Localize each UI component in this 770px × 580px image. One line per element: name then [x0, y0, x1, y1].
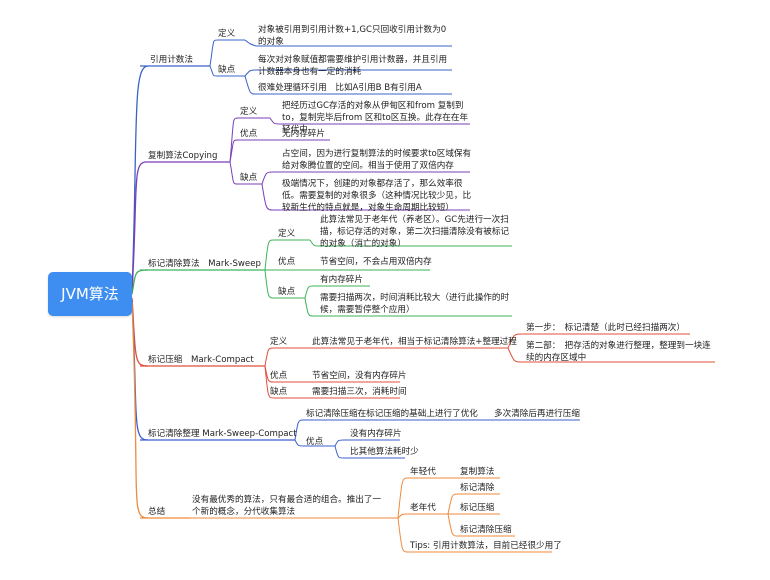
node-old-gen[interactable]: 老年代	[410, 503, 436, 513]
node-leaf[interactable]: 复制算法	[460, 467, 495, 477]
node-leaf[interactable]: 标记压缩	[460, 503, 495, 513]
connector-summary	[131, 301, 149, 519]
node-leaf[interactable]: 占空间，因为进行复制算法的时候要求to区域保有给对象腾位置的空间。相当于使用了双…	[282, 149, 472, 171]
node-leaf[interactable]: 此算法常见于老年代（养老区）。GC先进行一次扫描，标记存活的对象，第二次扫描清除…	[320, 215, 510, 249]
branch-mark-sweep-compact[interactable]: 标记清除整理 Mark-Sweep-Compact	[148, 429, 297, 439]
node-leaf[interactable]: 节省空间，不会占用双倍内存	[320, 257, 432, 267]
node-advantage[interactable]: 优点	[240, 129, 258, 139]
node-leaf[interactable]: 标记清除压缩	[460, 525, 512, 535]
node-definition[interactable]: 定义	[240, 107, 258, 117]
node-leaf[interactable]: 有内存碎片	[320, 275, 363, 285]
node-leaf[interactable]: 没有最优秀的算法，只有最合适的组合。推出了一个新的概念，分代收集算法	[192, 495, 382, 517]
node-leaf[interactable]: 第一步： 标记清楚（此时已经扫描两次）	[526, 323, 685, 333]
node-leaf[interactable]: 没有内存碎片	[350, 429, 402, 439]
node-leaf[interactable]: 很难处理循环引用 比如A引用B B有引用A	[258, 83, 422, 93]
branch-mark-compact[interactable]: 标记压缩 Mark-Compact	[148, 355, 254, 365]
branch-summary[interactable]: 总结	[148, 507, 166, 517]
node-leaf[interactable]: 对象被引用到引用计数+1,GC只回收引用计数为0的对象	[258, 25, 447, 47]
branch-refcount[interactable]: 引用计数法	[150, 55, 193, 65]
node-leaf[interactable]: 标记清除压缩在标记压缩的基础上进行了优化	[306, 409, 478, 419]
connector-marksweep	[131, 269, 149, 295]
node-leaf[interactable]: 标记清除	[460, 483, 495, 493]
node-leaf[interactable]: 极端情况下，创建的对象都存活了，那么效率很低。需要复制的对象很多（这种情况比较少…	[282, 179, 472, 213]
root-node[interactable]: JVM算法	[48, 272, 132, 316]
node-definition[interactable]: 定义	[270, 337, 288, 347]
node-leaf[interactable]: 此算法常见于老年代，相当于标记清除算法+整理过程	[312, 337, 517, 347]
node-drawback[interactable]: 缺点	[270, 387, 288, 397]
node-advantage[interactable]: 优点	[278, 257, 296, 267]
node-tips[interactable]: Tips: 引用计数算法，目前已经很少用了	[410, 541, 562, 551]
node-leaf[interactable]: 需要扫描两次，时间消耗比较大（进行此操作的时候，需要暂停整个应用）	[320, 293, 510, 315]
node-drawback[interactable]: 缺点	[278, 287, 296, 297]
connector-copying	[131, 161, 147, 293]
node-definition[interactable]: 定义	[218, 29, 236, 39]
node-leaf[interactable]: 多次清除后再进行压缩	[494, 409, 580, 419]
node-drawback[interactable]: 缺点	[240, 173, 258, 183]
node-drawback[interactable]: 缺点	[218, 65, 236, 75]
branch-mark-sweep[interactable]: 标记清除算法 Mark-Sweep	[148, 259, 261, 269]
node-advantage[interactable]: 优点	[270, 371, 288, 381]
node-leaf[interactable]: 第二部： 把存活的对象进行整理，整理到一块连续的内存区域中	[526, 341, 711, 363]
node-leaf[interactable]: 节省空间，没有内存碎片	[312, 371, 407, 381]
connector-refcount	[131, 65, 149, 293]
node-leaf[interactable]: 把经历过GC存活的对象从伊甸区和from 复制到to，复制完毕后from 区和t…	[282, 101, 469, 135]
node-leaf[interactable]: 每次对对象赋值都需要维护引用计数器，并且引用计数器本身也有一定的消耗	[258, 55, 448, 77]
node-advantage[interactable]: 优点	[306, 437, 324, 447]
node-leaf[interactable]: 比其他算法耗时少	[350, 447, 419, 457]
node-definition[interactable]: 定义	[278, 229, 296, 239]
node-leaf[interactable]: 无内存碎片	[282, 129, 325, 139]
branch-copying[interactable]: 复制算法Copying	[148, 151, 218, 161]
node-leaf[interactable]: 需要扫描三次，消耗时间	[312, 387, 407, 397]
node-young-gen[interactable]: 年轻代	[410, 467, 436, 477]
